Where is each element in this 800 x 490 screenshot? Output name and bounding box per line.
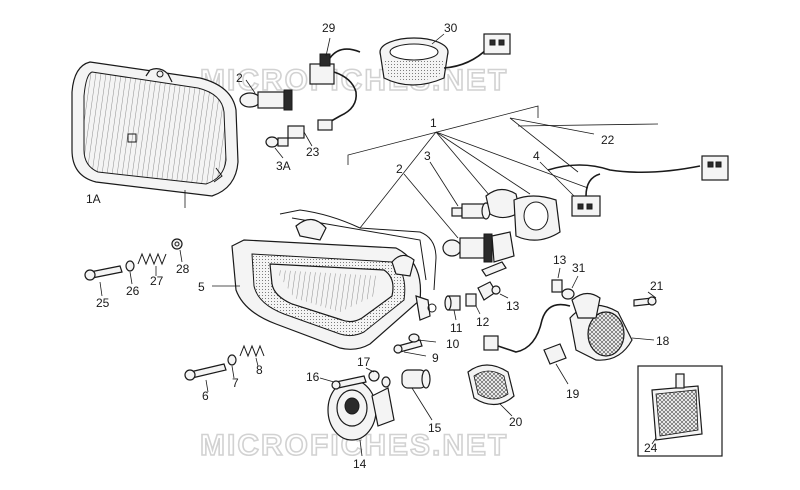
nut-17 — [365, 367, 391, 388]
callout-2-main: 2 — [396, 162, 403, 176]
callout-26: 26 — [126, 284, 140, 298]
bulb-2-main — [403, 173, 515, 263]
callout-labels: 1 1A 2 2 3 3A 4 5 6 7 8 9 10 11 12 13 13… — [86, 21, 670, 471]
cover-30 — [379, 33, 511, 86]
callout-9: 9 — [432, 351, 439, 365]
bulb-3a — [265, 136, 289, 159]
indicator-lens-20 — [467, 364, 515, 417]
washer-26 — [125, 260, 135, 285]
callout-17: 17 — [357, 355, 371, 369]
callout-16: 16 — [306, 370, 320, 384]
bolt-13-a — [481, 261, 509, 299]
watermark-top: MICROFICHES.NET — [200, 64, 508, 97]
bolt-13-b — [551, 267, 563, 293]
headlight-1a — [71, 61, 239, 208]
callout-7: 7 — [232, 376, 239, 390]
callout-5: 5 — [198, 280, 205, 294]
spring-27 — [137, 252, 167, 276]
indicator-wire-19 — [483, 303, 571, 385]
callout-23: 23 — [306, 145, 320, 159]
callout-28: 28 — [176, 262, 190, 276]
bushing-12 — [465, 281, 497, 315]
callout-8: 8 — [256, 363, 263, 377]
callout-3a: 3A — [276, 159, 291, 173]
callout-13-b: 13 — [553, 253, 567, 267]
callout-18: 18 — [656, 334, 670, 348]
callout-2-top: 2 — [236, 71, 243, 85]
callout-24: 24 — [644, 441, 658, 455]
indicator-18 — [569, 292, 655, 361]
callout-27: 27 — [150, 274, 164, 288]
washer-10 — [408, 333, 437, 343]
socket-1 — [485, 188, 561, 241]
callout-11: 11 — [450, 321, 463, 335]
connector-4 — [539, 155, 729, 217]
harness-29 — [309, 37, 361, 131]
callout-20: 20 — [509, 415, 523, 429]
socket-23 — [287, 125, 313, 147]
nut-28 — [171, 238, 183, 263]
washer-7 — [227, 354, 237, 379]
callout-1: 1 — [430, 116, 437, 130]
bolt-9 — [393, 339, 427, 357]
callout-1a: 1A — [86, 192, 101, 206]
bolt-25 — [84, 265, 123, 297]
callout-3: 3 — [424, 149, 431, 163]
bulb-holder-3 — [429, 161, 491, 220]
headlight-housing-5 — [212, 209, 437, 350]
callout-14: 14 — [353, 457, 367, 471]
callout-13-a: 13 — [506, 299, 520, 313]
callout-22: 22 — [601, 133, 615, 147]
callout-25: 25 — [96, 296, 110, 310]
callout-12: 12 — [476, 315, 490, 329]
bracket-22 — [509, 117, 659, 173]
inset-24 — [637, 365, 723, 457]
callout-6: 6 — [202, 389, 209, 403]
washer-31 — [561, 275, 579, 300]
callout-19: 19 — [566, 387, 580, 401]
bracket-1 — [347, 105, 589, 229]
spring-8 — [239, 344, 265, 367]
callout-21: 21 — [650, 279, 664, 293]
callout-29: 29 — [322, 21, 336, 35]
bulb-2-top — [239, 79, 293, 111]
spacer-15 — [401, 369, 433, 421]
bolt-6 — [184, 363, 227, 393]
callout-31: 31 — [572, 261, 586, 275]
bolt-16 — [319, 375, 367, 390]
horn-14 — [327, 379, 395, 457]
bolt-21 — [633, 291, 657, 307]
spacer-11 — [444, 295, 461, 321]
callout-4: 4 — [533, 149, 540, 163]
callout-30: 30 — [444, 21, 458, 35]
callout-10: 10 — [446, 337, 460, 351]
callout-15: 15 — [428, 421, 442, 435]
